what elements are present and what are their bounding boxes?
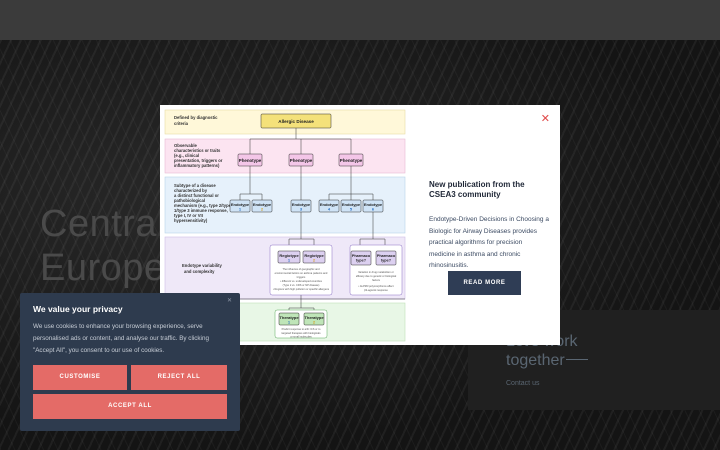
svg-text:characterized by: characterized by [174, 188, 208, 193]
modal-heading: New publication from the CSEA3 community [429, 180, 525, 199]
diagram-phenotype: Phenotype [239, 158, 262, 163]
svg-text:Endotype: Endotype [364, 202, 383, 207]
svg-text:efficacy due to genetic or bio: efficacy due to genetic or biological [356, 274, 397, 278]
diagram-row-label: Observable [174, 143, 197, 148]
svg-text:hypersensitivity): hypersensitivity) [174, 218, 208, 223]
diagram-top-box: Allergic Disease [278, 119, 314, 124]
customise-button[interactable]: CUSTOMISE [33, 365, 127, 390]
diagram-row-label: Subtype of a disease [174, 183, 216, 188]
svg-text:Theratype: Theratype [304, 315, 324, 320]
title-underline [566, 359, 588, 360]
modal-text-block: New publication from the CSEA3 community… [429, 180, 549, 272]
svg-text:3: 3 [300, 207, 303, 212]
svg-text:The influence of geographic an: The influence of geographic and [282, 267, 320, 271]
svg-text:environmental factors on asthm: environmental factors on asthma patterns… [275, 271, 328, 275]
svg-text:and complexity: and complexity [184, 269, 215, 274]
diagram-theratype: Theratype [279, 315, 299, 320]
diagram-row-label: Defined by diagnostic [174, 115, 218, 120]
svg-text:5: 5 [350, 207, 353, 212]
svg-text:1: 1 [288, 320, 291, 325]
diagram-row-label: Endotype variability [182, 263, 222, 268]
svg-text:factors: factors [372, 278, 380, 282]
svg-text:mechanism (e.g., type 2/type: mechanism (e.g., type 2/type [174, 203, 232, 208]
svg-text:criteria: criteria [174, 121, 189, 126]
cookie-consent-panel: ✕ We value your privacy We use cookies t… [20, 293, 240, 431]
svg-text:Endotype: Endotype [342, 202, 361, 207]
svg-text:Predict response to a/IC ICS o: Predict response to a/IC ICS or to [282, 327, 321, 331]
svg-text:type I, IV or VII: type I, IV or VII [174, 213, 203, 218]
hero-title: Central Europe [40, 203, 166, 289]
svg-text:(Type 2 vs. CRS or NP disease): (Type 2 vs. CRS or NP disease) [283, 283, 320, 287]
svg-text:inflammatory patterns): inflammatory patterns) [174, 163, 220, 168]
svg-text:6: 6 [372, 207, 375, 212]
close-icon[interactable]: ✕ [226, 298, 232, 304]
svg-text:Pharmaco: Pharmaco [377, 254, 396, 258]
contact-link[interactable]: Contact us [506, 380, 540, 387]
svg-text:pathobiological: pathobiological [174, 198, 205, 203]
svg-text:Phenotype: Phenotype [290, 158, 313, 163]
diagram-endotype: Endotype [231, 202, 250, 207]
svg-text:a distinct functional or: a distinct functional or [174, 193, 219, 198]
svg-text:β2-agonist response: β2-agonist response [364, 288, 388, 292]
svg-text:• ALPM3 polymorphisms affect: • ALPM3 polymorphisms affect [358, 284, 393, 288]
modal-description: Endotype-Driven Decisions in Choosing a … [429, 216, 549, 269]
svg-text:type?: type? [356, 259, 367, 263]
svg-text:4: 4 [328, 207, 331, 212]
svg-text:1: 1 [239, 207, 242, 212]
svg-text:characteristics or traits: characteristics or traits [174, 148, 221, 153]
svg-text:type?: type? [381, 259, 392, 263]
svg-text:Endotype: Endotype [253, 202, 272, 207]
top-navigation-bar [0, 0, 720, 40]
reject-all-button[interactable]: REJECT ALL [131, 365, 227, 390]
svg-text:Endotype: Endotype [320, 202, 339, 207]
svg-text:2: 2 [261, 207, 264, 212]
svg-text:or small molecules: or small molecules [290, 335, 312, 339]
svg-text:1: 1 [288, 258, 291, 263]
close-icon[interactable]: ✕ [540, 113, 550, 125]
diagram-regiotype: Regiotype [279, 253, 299, 258]
svg-text:2: 2 [313, 258, 316, 263]
svg-text:triggers: triggers [297, 275, 306, 279]
svg-text:Variation in drug metabolism o: Variation in drug metabolism or [358, 270, 394, 274]
cookie-text: We use cookies to enhance your browsing … [33, 323, 209, 354]
svg-text:(e.g., clinical: (e.g., clinical [174, 153, 199, 158]
cookie-title: We value your privacy [33, 304, 123, 314]
svg-text:1/type 3 immune response,: 1/type 3 immune response, [174, 208, 228, 213]
svg-text:Endotype: Endotype [292, 202, 311, 207]
svg-text:2: 2 [313, 320, 316, 325]
endotype-diagram: Defined by diagnostic criteria Observabl… [164, 109, 406, 342]
svg-text:• different vs. undeveloped co: • different vs. undeveloped countries [280, 279, 323, 283]
svg-text:Regiotype: Regiotype [304, 253, 324, 258]
diagram-pharmacotype: Pharmaco [352, 254, 371, 258]
svg-text:presentation, triggers or: presentation, triggers or [174, 158, 223, 163]
svg-text:targeted therapies with biolog: targeted therapies with biologicals [281, 331, 321, 335]
svg-text:• Regions with high pollution: • Regions with high pollution or specifi… [273, 287, 330, 291]
svg-text:Phenotype: Phenotype [340, 158, 363, 163]
read-more-button[interactable]: READ MORE [448, 271, 521, 295]
accept-all-button[interactable]: ACCEPT ALL [33, 394, 227, 419]
